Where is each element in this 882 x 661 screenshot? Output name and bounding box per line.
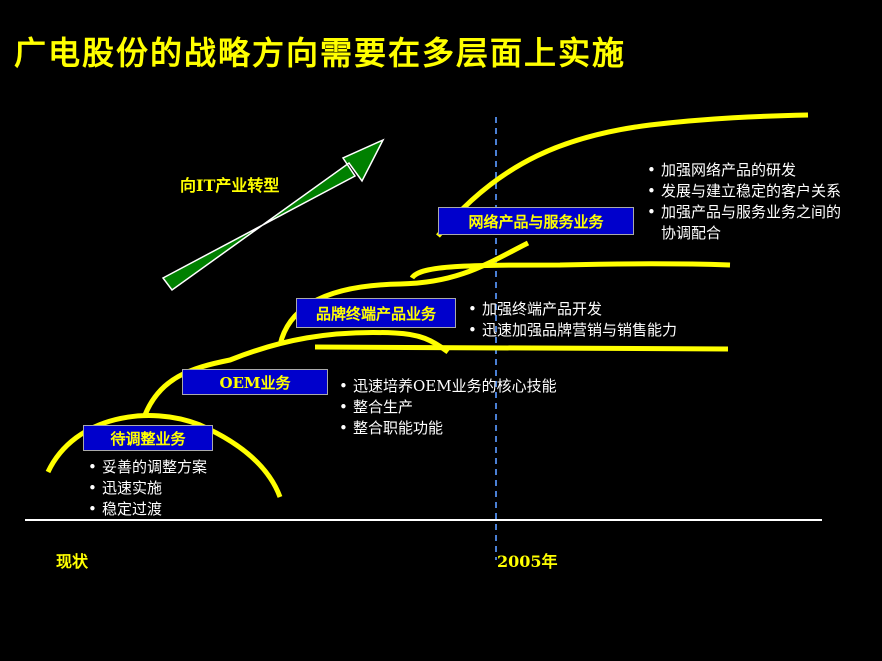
stage-box-network-service: 网络产品与服务业务 bbox=[438, 207, 634, 235]
curve-stage-3-line bbox=[314, 344, 729, 352]
curve-stage-1 bbox=[45, 413, 283, 498]
curve-stage-4 bbox=[436, 112, 809, 238]
bullet-item: 妥善的调整方案 bbox=[86, 457, 207, 478]
bullet-item: 发展与建立稳定的客户关系 bbox=[645, 181, 845, 202]
stage-box-adjustment: 待调整业务 bbox=[83, 425, 213, 451]
bullet-item: 加强产品与服务业务之间的协调配合 bbox=[645, 202, 845, 244]
arrow-label: 向IT产业转型 bbox=[180, 176, 280, 195]
stage-box-oem: OEM业务 bbox=[182, 369, 328, 395]
stage-1-bullets: 妥善的调整方案 迅速实施 稳定过渡 bbox=[86, 457, 207, 520]
axis-start-label: 现状 bbox=[56, 552, 89, 571]
bullet-item: 迅速实施 bbox=[86, 478, 207, 499]
stage-box-brand-terminal: 品牌终端产品业务 bbox=[296, 298, 456, 328]
bullet-item: 迅速加强品牌营销与销售能力 bbox=[466, 320, 677, 341]
bullet-item: 整合职能功能 bbox=[337, 418, 557, 439]
stage-2-bullets: 迅速培养OEM业务的核心技能 整合生产 整合职能功能 bbox=[337, 376, 557, 439]
curve-stage-2 bbox=[142, 330, 450, 416]
bullet-item: 整合生产 bbox=[337, 397, 557, 418]
bullet-item: 稳定过渡 bbox=[86, 499, 207, 520]
transformation-arrow bbox=[161, 138, 385, 292]
bullet-item: 迅速培养OEM业务的核心技能 bbox=[337, 376, 557, 397]
stage-4-bullets: 加强网络产品的研发 发展与建立稳定的客户关系 加强产品与服务业务之间的协调配合 bbox=[645, 160, 845, 244]
axis-end-label: 2005年 bbox=[497, 552, 558, 571]
stage-3-bullets: 加强终端产品开发 迅速加强品牌营销与销售能力 bbox=[466, 299, 677, 341]
curve-stage-4-lower bbox=[409, 261, 731, 280]
page-title: 广电股份的战略方向需要在多层面上实施 bbox=[14, 34, 627, 72]
bullet-item: 加强终端产品开发 bbox=[466, 299, 677, 320]
bullet-item: 加强网络产品的研发 bbox=[645, 160, 845, 181]
